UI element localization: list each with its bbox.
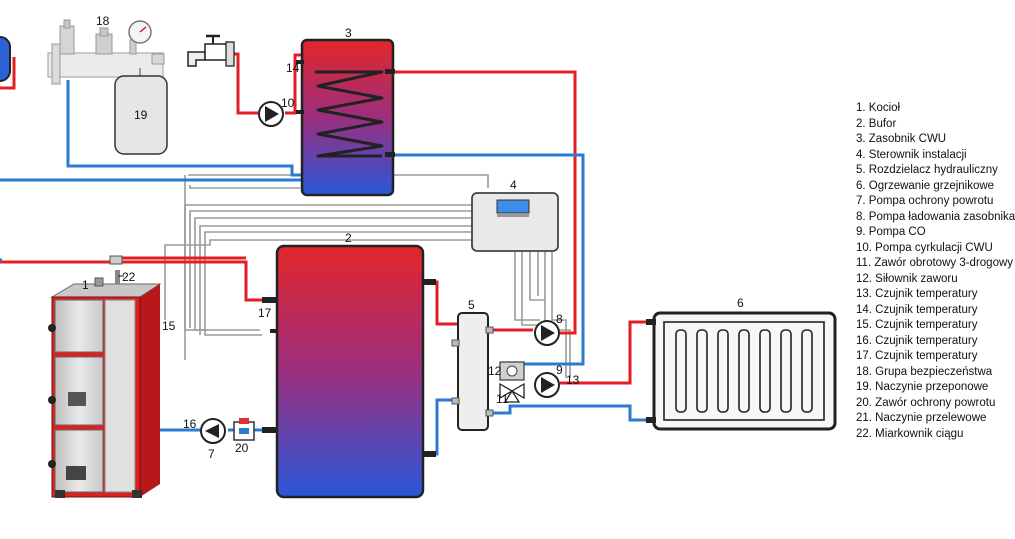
legend-item: 9. Pompa CO [856,226,926,238]
dhw-tank-3 [296,38,395,197]
legend-item: 3. Zasobnik CWU [856,133,947,145]
legend-item: 2. Bufor [856,117,897,130]
expansion-vessel-19 [114,68,168,155]
legend-list: 1. Kocioł 2. Bufor 3. Zasobnik CWU 4. St… [856,101,1015,442]
boiler-1 [48,255,162,498]
legend-item: 10. Pompa cyrkulacji CWU [856,241,993,254]
legend: 1. Kocioł 2. Bufor 3. Zasobnik CWU 4. St… [856,101,1015,442]
legend-item: 6. Ogrzewanie grzejnikowe [856,179,995,192]
legend-item: 5. Rozdzielacz hydrauliczny [856,164,998,176]
pump-8-icon [534,320,560,346]
legend-item: 4. Sterownik instalacji [856,148,967,161]
pump-10-icon [258,101,284,127]
radiator-6 [646,311,837,431]
open-vessel-21 [0,36,11,82]
label-10: 10 [281,96,295,110]
legend-item: 1. Kocioł [856,102,901,114]
label-22: 22 [122,270,136,284]
label-6: 6 [737,296,744,310]
legend-item: 12. Siłownik zaworu [856,272,958,285]
legend-item: 22. Miarkownik ciągu [856,427,964,440]
legend-item: 17. Czujnik temperatury [856,350,978,362]
label-16: 16 [183,417,197,431]
legend-item: 18. Grupa bezpieczeństwa [856,365,993,378]
legend-item: 15. Czujnik temperatury [856,319,978,331]
hydraulic-separator-5 [451,312,494,431]
legend-item: 11. Zawór obrotowy 3-drogowy [856,257,1014,269]
pump-9-icon [534,372,560,398]
legend-item: 14. Czujnik temperatury [856,303,978,316]
label-2: 2 [345,231,352,245]
water-tap-icon [187,34,235,67]
safety-group-18 [47,19,165,85]
label-8: 8 [556,312,563,326]
label-9: 9 [556,363,563,377]
pump-7-icon [200,418,226,444]
component-numbers: 18 19 3 14 10 4 2 1 22 15 17 16 7 20 5 8… [82,14,744,461]
label-7: 7 [208,447,215,461]
label-1: 1 [82,278,89,292]
label-13: 13 [566,373,580,387]
label-17: 17 [258,306,272,320]
label-20: 20 [235,441,249,455]
label-19: 19 [134,108,148,122]
hot-pipes [0,52,657,385]
label-15: 15 [162,319,176,333]
label-5: 5 [468,298,475,312]
controller-4 [471,192,559,252]
buffer-tank-2 [262,244,436,499]
legend-item: 16. Czujnik temperatury [856,334,978,347]
legend-item: 21. Naczynie przelewowe [856,412,987,424]
label-14: 14 [286,61,300,75]
label-11: 11 [496,392,509,406]
legend-item: 19. Naczynie przeponowe [856,381,989,393]
legend-item: 8. Pompa ładowania zasobnika [856,210,1015,223]
legend-item: 7. Pompa ochrony powrotu [856,195,994,207]
label-4: 4 [510,178,517,192]
legend-item: 13. Czujnik temperatury [856,288,978,300]
three-way-valve-11 [499,361,525,403]
legend-item: 20. Zawór ochrony powrotu [856,396,996,409]
label-3: 3 [345,26,352,40]
label-18: 18 [96,14,110,28]
label-12: 12 [488,364,502,378]
protection-valve-20 [233,418,255,441]
